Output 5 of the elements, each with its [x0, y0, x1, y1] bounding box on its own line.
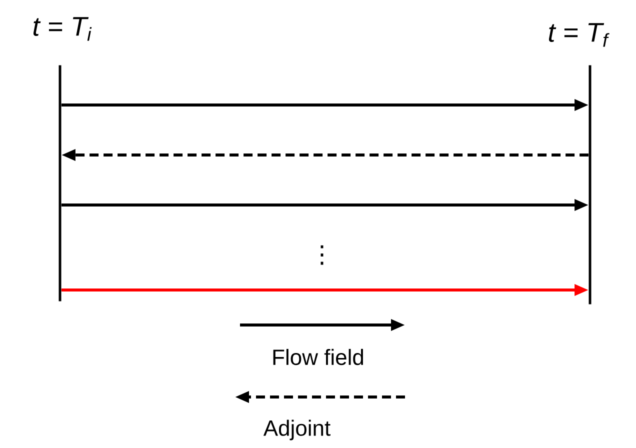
legend-label: Flow field: [273, 348, 364, 366]
legend-label: Adjoint: [263, 420, 330, 440]
time-label: t = T$_{f}$: [548, 23, 610, 47]
ellipsis: ⋮: [320, 245, 324, 265]
time-label: t = T$_{i}$: [34, 17, 92, 41]
